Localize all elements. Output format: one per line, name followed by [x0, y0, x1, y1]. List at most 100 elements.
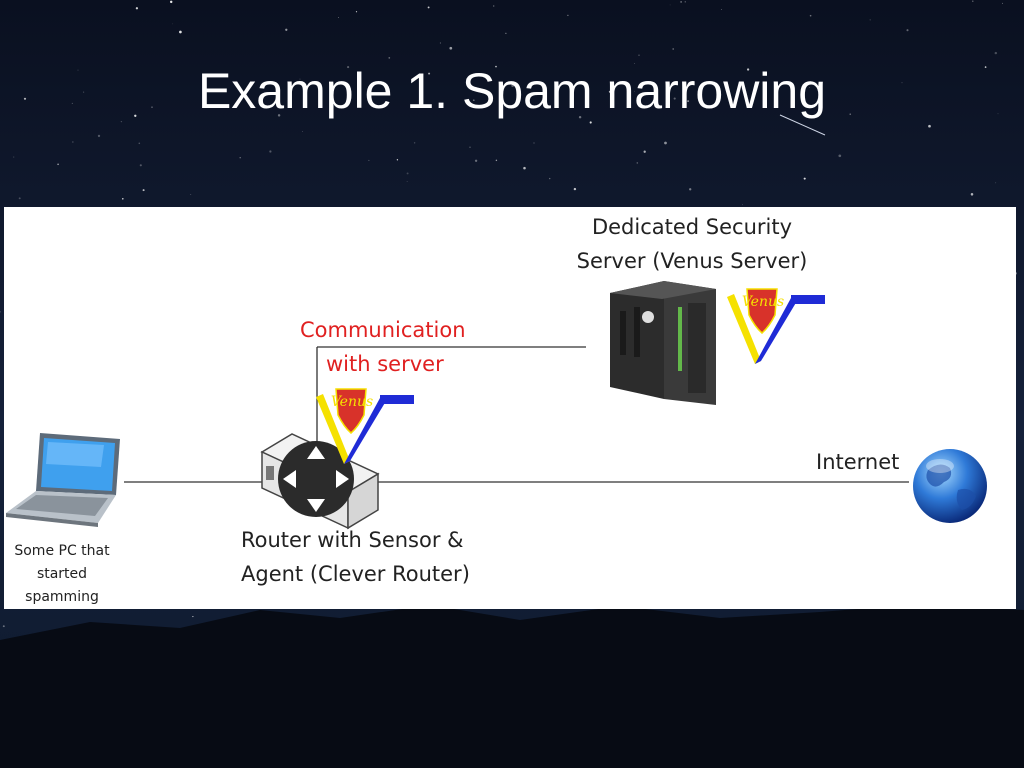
star	[523, 166, 526, 170]
star	[368, 159, 370, 161]
star	[135, 7, 139, 10]
network-diagram: Venus Venus Some PC t	[4, 207, 1016, 609]
star	[809, 87, 810, 88]
server-label: Dedicated Security Server (Venus Server)	[576, 215, 808, 273]
star	[995, 182, 997, 184]
star	[809, 14, 812, 17]
star	[449, 46, 453, 50]
star	[664, 141, 667, 145]
star	[901, 82, 903, 84]
star	[589, 121, 592, 124]
star	[0, 311, 1, 313]
pc-label: Some PC that started spamming	[14, 543, 110, 605]
star	[533, 142, 535, 144]
star	[406, 172, 409, 175]
star	[636, 162, 639, 164]
star	[720, 8, 722, 10]
star	[928, 124, 931, 128]
star	[2, 625, 5, 628]
star	[169, 0, 173, 4]
star	[803, 177, 806, 180]
star	[673, 97, 676, 100]
star	[97, 134, 101, 138]
star	[439, 42, 441, 44]
star	[994, 51, 998, 55]
star	[122, 198, 124, 200]
venus-logo-icon: Venus	[727, 288, 825, 364]
star	[567, 14, 569, 17]
star	[134, 114, 137, 117]
venus-logo-text: Venus	[742, 294, 784, 310]
star	[749, 102, 751, 103]
star	[172, 23, 174, 25]
star	[179, 30, 182, 34]
star	[849, 113, 851, 115]
star	[192, 616, 194, 618]
star	[906, 29, 909, 32]
star	[57, 163, 59, 166]
star	[1002, 2, 1003, 4]
star	[469, 146, 471, 148]
star	[338, 17, 339, 18]
slide-title: Example 1. Spam narrowing	[197, 63, 827, 119]
star	[997, 113, 999, 115]
star	[680, 1, 682, 3]
star	[634, 63, 635, 64]
star	[299, 78, 301, 80]
star	[151, 106, 153, 108]
star	[608, 90, 611, 93]
star	[684, 1, 686, 3]
star	[277, 114, 281, 117]
star	[495, 159, 498, 162]
star	[646, 92, 650, 95]
router-label: Router with Sensor & Agent (Clever Route…	[241, 528, 470, 586]
star	[428, 72, 431, 75]
star	[746, 68, 750, 71]
star	[269, 150, 272, 153]
star	[869, 19, 871, 21]
star	[72, 141, 74, 143]
star	[139, 164, 142, 167]
star	[83, 91, 85, 93]
star	[427, 6, 430, 9]
star	[549, 177, 551, 180]
star	[511, 84, 514, 87]
star	[18, 197, 21, 200]
star	[638, 54, 640, 57]
internet-label: Internet	[816, 450, 900, 474]
laptop-icon	[6, 433, 120, 527]
star	[573, 187, 577, 191]
star	[838, 154, 842, 158]
star	[687, 100, 690, 103]
star	[984, 66, 987, 68]
venus-logo-text: Venus	[331, 394, 373, 410]
star	[77, 69, 79, 71]
venus-logo-icon: Venus	[316, 388, 414, 464]
star	[741, 204, 743, 206]
star	[355, 11, 358, 13]
communication-label: Communication with server	[300, 318, 466, 376]
star	[138, 142, 141, 145]
server-icon	[610, 281, 716, 405]
star	[239, 156, 241, 159]
star	[972, 0, 974, 2]
star	[643, 150, 646, 153]
star	[413, 142, 416, 144]
star	[396, 159, 399, 161]
star	[474, 159, 478, 162]
star	[970, 193, 974, 196]
star	[13, 156, 15, 158]
star	[285, 28, 288, 31]
star	[689, 188, 692, 191]
star	[578, 115, 582, 119]
star	[634, 90, 635, 92]
star	[672, 48, 675, 50]
globe-icon	[913, 449, 987, 523]
star	[495, 65, 497, 68]
star	[669, 4, 671, 6]
star	[302, 131, 304, 132]
star	[388, 57, 391, 59]
star	[505, 32, 507, 34]
star	[347, 66, 350, 69]
star	[406, 181, 408, 182]
